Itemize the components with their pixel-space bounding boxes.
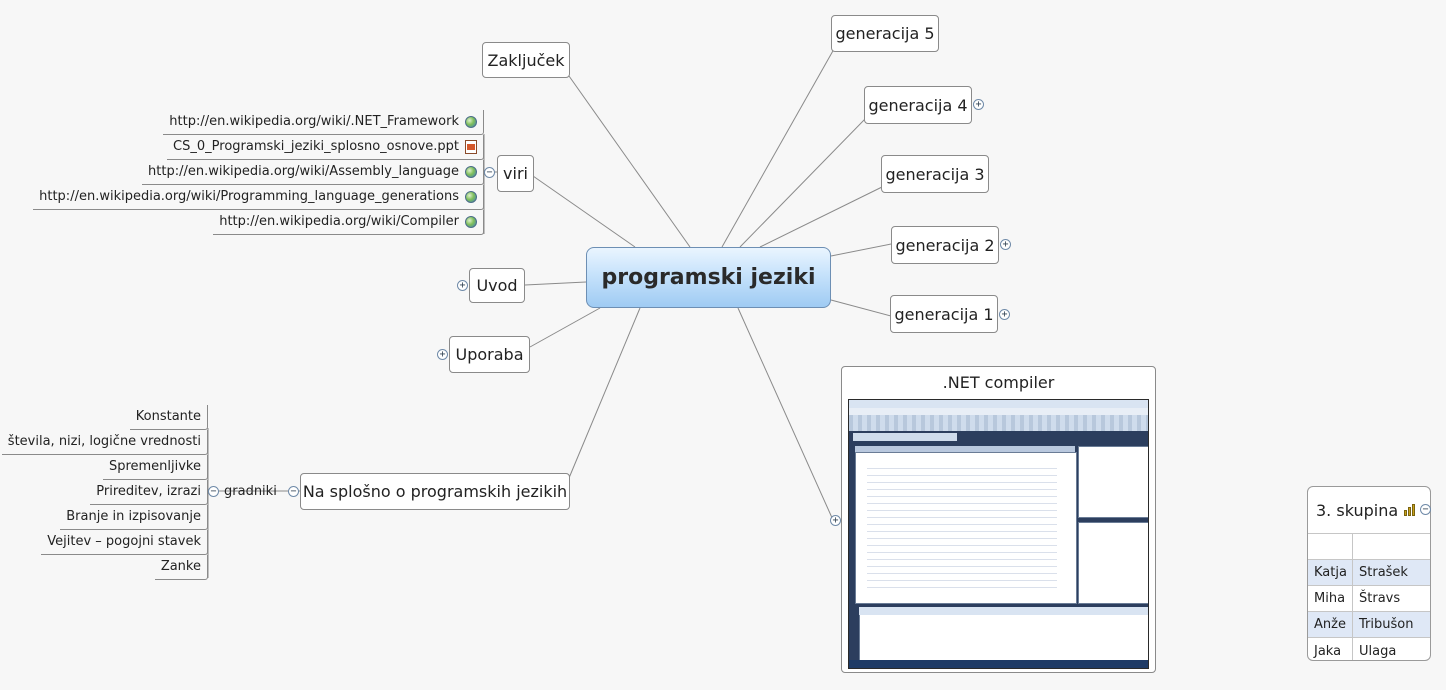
first-name-cell: Miha: [1308, 586, 1353, 611]
vs-toolbar: [849, 415, 1148, 431]
viri-link-5-label: http://en.wikipedia.org/wiki/Compiler: [219, 214, 459, 229]
gradniki-item-label: Prireditev, izrazi: [96, 484, 201, 499]
branch-generacija-2[interactable]: generacija 2: [891, 226, 999, 264]
viri-link-4[interactable]: http://en.wikipedia.org/wiki/Programming…: [33, 185, 484, 210]
last-name-cell: Štravs: [1359, 591, 1401, 606]
gradniki-node[interactable]: gradniki: [218, 479, 283, 504]
gradniki-item-label: Konstante: [135, 409, 201, 424]
team-table-header: 3. skupina: [1308, 487, 1430, 533]
table-row: Anže Tribušon: [1308, 612, 1430, 638]
gradniki-item[interactable]: števila, nizi, logične vrednosti: [1, 430, 208, 455]
vs-toolbar-secondary: [853, 433, 957, 441]
gradniki-item[interactable]: Konstante: [129, 405, 208, 430]
globe-icon: [465, 166, 477, 178]
branch-generacija-1-label: generacija 1: [894, 304, 994, 324]
branch-generacija-4-label: generacija 4: [868, 95, 968, 115]
viri-link-3-label: http://en.wikipedia.org/wiki/Assembly_la…: [148, 164, 459, 179]
gradniki-item-label: Spremenljivke: [108, 459, 201, 474]
table-row: Miha Štravs: [1308, 586, 1430, 612]
branch-generacija-3-label: generacija 3: [885, 164, 985, 184]
branch-generacija-4[interactable]: generacija 4: [864, 86, 972, 124]
gradniki-item-label: števila, nizi, logične vrednosti: [7, 434, 201, 449]
vs-code-lines: [867, 462, 1057, 592]
branch-generacija-3[interactable]: generacija 3: [881, 155, 989, 193]
net-compiler-title: .NET compiler: [942, 373, 1055, 392]
branch-na-splosno-label: Na splošno o programskih jezikih: [302, 482, 568, 501]
branch-zakljucek-label: Zaključek: [487, 50, 565, 70]
viri-link-1[interactable]: http://en.wikipedia.org/wiki/.NET_Framew…: [163, 110, 484, 135]
branch-uvod-label: Uvod: [476, 276, 518, 295]
viri-link-3[interactable]: http://en.wikipedia.org/wiki/Assembly_la…: [142, 160, 484, 185]
gradniki-item[interactable]: Prireditev, izrazi: [90, 480, 208, 505]
team-table-title: 3. skupina: [1316, 500, 1399, 520]
vs-titlebar: [849, 400, 1148, 408]
bar-chart-icon: [1404, 504, 1418, 516]
viri-link-2-label: CS_0_Programski_jeziki_splosno_osnove.pp…: [173, 139, 459, 154]
na-splosno-collapse-toggle[interactable]: −: [288, 486, 299, 497]
gradniki-item-label: Zanke: [160, 559, 201, 574]
first-name-cell: Katja: [1308, 560, 1353, 585]
branch-generacija-5[interactable]: generacija 5: [831, 15, 939, 52]
net-compiler-image-topic[interactable]: .NET compiler: [841, 366, 1156, 673]
branch-uporaba[interactable]: Uporaba: [449, 336, 530, 373]
central-topic[interactable]: programski jeziki: [586, 247, 831, 308]
generacija-1-expand-toggle[interactable]: +: [999, 309, 1010, 320]
last-name-cell: Strašek: [1359, 565, 1408, 580]
branch-uporaba-label: Uporaba: [455, 345, 524, 364]
last-name-cell: Tribušon: [1359, 617, 1414, 632]
first-name-cell: Anže: [1308, 612, 1353, 637]
last-name-cell: Ulaga: [1359, 643, 1397, 659]
branch-generacija-5-label: generacija 5: [835, 24, 935, 43]
net-compiler-expand-toggle[interactable]: +: [830, 515, 841, 526]
table-row: [1308, 534, 1430, 560]
uvod-expand-toggle[interactable]: +: [457, 280, 468, 291]
branch-uvod[interactable]: Uvod: [469, 268, 525, 303]
branch-viri-label: viri: [503, 164, 528, 183]
globe-icon: [465, 191, 477, 203]
central-topic-label: programski jeziki: [601, 265, 816, 290]
gradniki-item[interactable]: Zanke: [154, 555, 208, 580]
team-table[interactable]: 3. skupina Katja Strašek Miha Štravs Anž…: [1307, 486, 1431, 661]
generacija-2-expand-toggle[interactable]: +: [1000, 239, 1011, 250]
branch-generacija-2-label: generacija 2: [895, 235, 995, 255]
ppt-file-icon: [465, 140, 477, 154]
uporaba-expand-toggle[interactable]: +: [437, 349, 448, 360]
gradniki-item[interactable]: Branje in izpisovanje: [60, 505, 208, 530]
vs-properties-panel: [1078, 522, 1148, 604]
first-name-cell: Jaka: [1308, 638, 1353, 660]
gradniki-collapse-toggle[interactable]: −: [208, 486, 219, 497]
branch-na-splosno[interactable]: Na splošno o programskih jezikih: [300, 473, 570, 510]
viri-link-2[interactable]: CS_0_Programski_jeziki_splosno_osnove.pp…: [167, 135, 484, 160]
viri-link-4-label: http://en.wikipedia.org/wiki/Programming…: [39, 189, 459, 204]
vs-menubar: [849, 408, 1148, 415]
gradniki-item[interactable]: Spremenljivke: [102, 455, 208, 480]
vs-statusbar: [849, 660, 1148, 668]
table-row: Katja Strašek: [1308, 560, 1430, 586]
branch-zakljucek[interactable]: Zaključek: [482, 42, 570, 78]
vs-solution-explorer: [1078, 446, 1148, 518]
generacija-4-expand-toggle[interactable]: +: [973, 99, 984, 110]
team-table-grid: Katja Strašek Miha Štravs Anže Tribušon …: [1308, 533, 1430, 660]
globe-icon: [465, 216, 477, 228]
branch-generacija-1[interactable]: generacija 1: [890, 295, 998, 333]
table-row: Jaka Ulaga: [1308, 638, 1430, 660]
viri-link-5[interactable]: http://en.wikipedia.org/wiki/Compiler: [213, 210, 484, 235]
gradniki-item[interactable]: Vejitev – pogojni stavek: [41, 530, 208, 555]
vs-editor-tabs: [855, 446, 1075, 452]
gradniki-item-label: Vejitev – pogojni stavek: [47, 534, 201, 549]
viri-collapse-toggle[interactable]: −: [484, 167, 495, 178]
vs-error-list-header: [859, 607, 1148, 615]
gradniki-label: gradniki: [224, 483, 277, 499]
viri-link-1-label: http://en.wikipedia.org/wiki/.NET_Framew…: [169, 114, 459, 129]
visual-studio-screenshot: [848, 399, 1149, 669]
globe-icon: [465, 116, 477, 128]
vs-error-list: [859, 607, 1148, 661]
gradniki-item-label: Branje in izpisovanje: [66, 509, 201, 524]
team-table-collapse-toggle[interactable]: −: [1420, 504, 1431, 515]
branch-viri[interactable]: viri: [497, 155, 534, 192]
